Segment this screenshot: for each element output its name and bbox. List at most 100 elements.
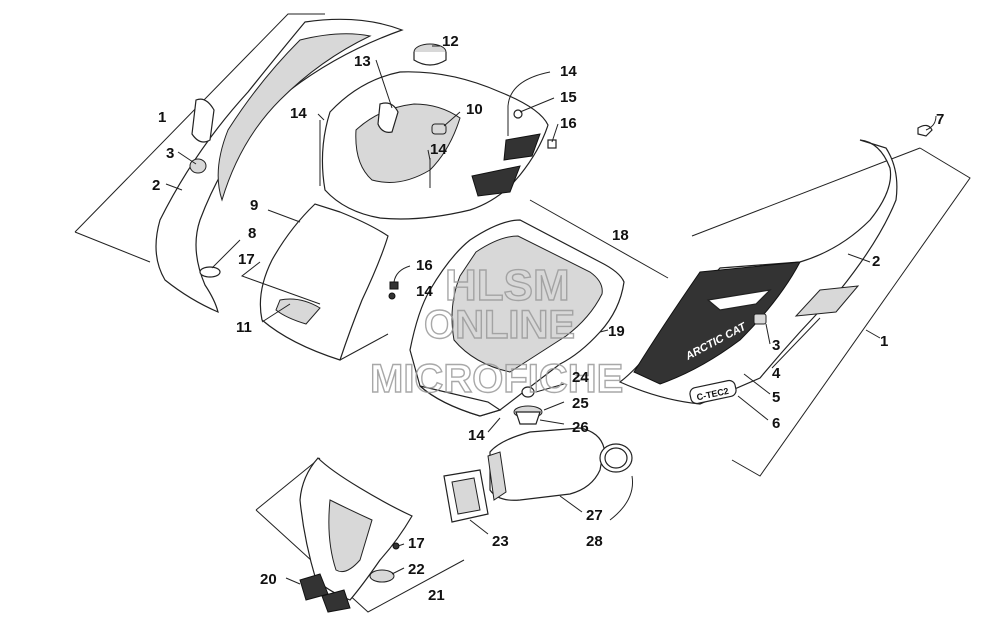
leader-17-right [397, 543, 405, 547]
callout-10: 10 [466, 101, 483, 118]
cap-part-12-side [413, 52, 447, 66]
leader-1-right [865, 329, 881, 339]
callout-2-left: 2 [152, 177, 160, 194]
leader-7 [925, 115, 937, 131]
intake-tube-group [443, 383, 634, 535]
callout-28: 28 [586, 533, 603, 550]
bracket-9-bottom [339, 333, 389, 361]
callout-3-left: 3 [166, 145, 174, 162]
leader-26 [539, 419, 565, 425]
clip-part-16-top [547, 139, 557, 149]
callout-1-right: 1 [880, 333, 888, 350]
hood-vent-right [503, 133, 541, 161]
callout-26: 26 [572, 419, 589, 436]
callout-1-left: 1 [158, 109, 166, 126]
bracket-1-right-side [731, 147, 971, 477]
callout-27: 27 [586, 507, 603, 524]
intake-tube-27 [489, 427, 605, 501]
callout-17-left: 17 [238, 251, 255, 268]
group-bracket-1-top [74, 13, 325, 233]
leader-25 [543, 401, 565, 411]
callout-3-right: 3 [772, 337, 780, 354]
callout-21: 21 [428, 587, 445, 604]
model-decal-part-6 [689, 379, 737, 405]
callout-5: 5 [772, 389, 780, 406]
clamp-part-28-inner [604, 447, 628, 469]
bracket-21-left [255, 457, 321, 511]
callout-17-right: 17 [408, 535, 425, 552]
fitting-part-24 [521, 386, 535, 398]
leader-3-right [765, 323, 771, 345]
right-side-panel-group: ARCTIC CAT C-TEC2 [618, 115, 971, 477]
group-bracket-1-bottom [74, 231, 151, 263]
callout-22: 22 [408, 561, 425, 578]
callout-18: 18 [612, 227, 629, 244]
leader-14-b [507, 71, 551, 107]
callout-20: 20 [260, 571, 277, 588]
callout-14-d: 14 [468, 427, 485, 444]
fastener-part-7 [917, 124, 933, 137]
callout-14-b: 14 [560, 63, 577, 80]
pad-part-22 [369, 569, 395, 583]
silencer-lip [419, 385, 502, 417]
clip-part-16-mid [389, 281, 399, 290]
leader-23 [469, 519, 489, 535]
headlight-lens [275, 298, 321, 325]
decal-part-4 [794, 285, 860, 317]
leader-4 [771, 317, 821, 369]
callout-4: 4 [772, 365, 781, 382]
callout-15: 15 [560, 89, 577, 106]
watermark-line-3: MICROFICHE [370, 357, 623, 401]
bracket-part-10 [431, 123, 447, 135]
watermark-line-1: HLSM [445, 261, 570, 310]
bracket-18 [529, 199, 669, 279]
leader-15 [519, 97, 555, 113]
mid-fasteners [388, 265, 411, 300]
leader-3-left [177, 151, 197, 165]
leader-17-left [240, 261, 321, 305]
bracket-part-20-b [321, 589, 351, 613]
leader-14-d [487, 417, 501, 433]
callout-labels: 1 1 2 2 3 3 4 5 6 7 8 9 10 11 12 13 14 1… [152, 33, 944, 604]
callout-9: 9 [250, 197, 258, 214]
leader-6 [737, 395, 769, 421]
hood-bracket-13 [377, 102, 399, 133]
leader-10 [443, 111, 461, 127]
leader-16-mid [393, 265, 411, 283]
callout-19: 19 [608, 323, 625, 340]
callout-16-top: 16 [560, 115, 577, 132]
callout-7: 7 [936, 111, 944, 128]
left-panel-inner-edge [217, 33, 372, 202]
hood-vent-left [471, 165, 521, 197]
leader-19 [599, 329, 609, 333]
leader-5 [743, 373, 771, 395]
bracket-21-bottom [255, 509, 465, 613]
callout-14-a: 14 [290, 105, 307, 122]
hood-group [240, 43, 559, 361]
leader-20 [285, 577, 301, 585]
leader-24 [535, 383, 565, 393]
leader-16-top [551, 123, 559, 143]
callout-16-mid: 16 [416, 257, 433, 274]
leader-2-left [165, 183, 183, 191]
leader-22 [391, 567, 405, 575]
tube-opening [487, 451, 507, 501]
watermark-line-2: ONLINE [424, 303, 575, 347]
silencer-inner [451, 235, 603, 373]
leader-2-right [847, 253, 871, 263]
leader-13 [375, 59, 393, 109]
bracket-1-right-top [691, 147, 921, 237]
watermark: HLSM ONLINE MICROFICHE [369, 260, 624, 401]
leader-8 [211, 239, 241, 269]
callout-14-c: 14 [430, 141, 447, 158]
callout-25: 25 [572, 395, 589, 412]
hood-lower-section-9 [259, 203, 389, 361]
callout-13: 13 [354, 53, 371, 70]
left-side-panel-group [74, 13, 404, 314]
decal-stripe-light [706, 289, 772, 311]
callout-14-mid: 14 [416, 283, 433, 300]
callout-8: 8 [248, 225, 256, 242]
seal-part-23-inner [451, 477, 481, 515]
